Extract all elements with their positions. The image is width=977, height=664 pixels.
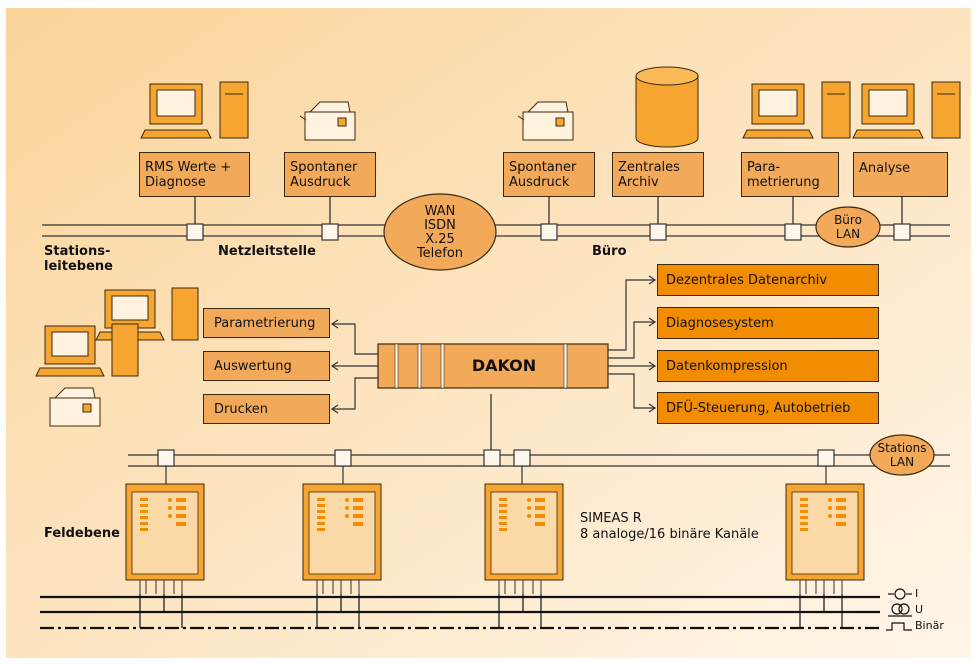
printer-icon xyxy=(299,101,356,141)
box-line: Diagnose xyxy=(145,174,206,190)
computer-icon xyxy=(35,323,139,377)
buero-lan-bubble xyxy=(815,206,881,248)
voltage-transformer-icon xyxy=(888,603,912,617)
netzleitstelle-label: Netzleitstelle xyxy=(218,244,316,259)
simeas-line: SIMEAS R xyxy=(580,511,642,526)
computer-icon xyxy=(852,81,961,139)
bus-node xyxy=(817,449,835,467)
dakon-label: DAKON xyxy=(471,356,537,375)
stations-lan-label: Stations LAN xyxy=(872,441,932,469)
bus-node xyxy=(649,223,667,241)
box-line: Archiv xyxy=(618,174,659,190)
simeas-line: 8 analoge/16 binäre Kanäle xyxy=(580,527,759,542)
datenkompression-box: Datenkompression xyxy=(657,350,879,382)
auswertung-box: Auswertung xyxy=(203,351,330,381)
parametrierung-top-box: Para-metrierung xyxy=(741,152,839,197)
simeas-device xyxy=(484,466,564,594)
buero-lan-label: Büro LAN xyxy=(820,213,876,241)
legend-current-label: I xyxy=(915,587,919,600)
wan-line: ISDN xyxy=(424,218,456,233)
bus-node xyxy=(321,223,339,241)
wan-line: Telefon xyxy=(416,246,464,261)
computer-icon xyxy=(742,81,851,139)
box-line: Zentrales xyxy=(618,159,680,175)
bus-node xyxy=(893,223,911,241)
dfue-steuerung-box: DFÜ-Steuerung, Autobetrieb xyxy=(657,392,879,424)
dezentrales-archiv-box: Dezentrales Datenarchiv xyxy=(657,264,879,296)
printer-icon xyxy=(517,101,574,141)
lan-line: LAN xyxy=(889,455,915,469)
printer-icon xyxy=(49,387,101,427)
bus-node xyxy=(513,449,531,467)
dakon-left-arrows xyxy=(330,319,378,414)
box-line: Spontaner xyxy=(290,159,358,175)
analyse-box: Analyse xyxy=(853,152,948,197)
buero-label: Büro xyxy=(592,244,627,259)
stationsleitebene-label: Stations- leitebene xyxy=(44,244,113,274)
archive-cylinder-icon xyxy=(635,66,699,148)
parametrierung-box: Parametrierung xyxy=(203,308,330,338)
diagnosesystem-box: Diagnosesystem xyxy=(657,307,879,339)
bus-node xyxy=(483,449,501,467)
computer-icon xyxy=(95,287,199,341)
level-line: leitebene xyxy=(44,259,113,274)
bus-node xyxy=(334,449,352,467)
box-line: Ausdruck xyxy=(290,174,351,190)
bus-node xyxy=(186,223,204,241)
box-line: Para- xyxy=(747,159,781,175)
box-line: Ausdruck xyxy=(509,174,570,190)
lan-line: Stations xyxy=(877,441,927,455)
wan-line: X.25 xyxy=(425,232,455,247)
current-transformer-icon xyxy=(888,588,912,600)
simeas-device xyxy=(125,466,205,594)
wan-line: WAN xyxy=(424,204,456,219)
field-bus xyxy=(128,454,950,467)
simeas-device xyxy=(302,466,382,594)
computer-icon xyxy=(140,81,249,139)
device-drops xyxy=(139,594,843,628)
power-lines xyxy=(40,595,880,630)
wan-label: WAN ISDN X.25 Telefon xyxy=(400,205,480,261)
dakon-unit xyxy=(377,343,609,389)
box-line: Spontaner xyxy=(509,159,577,175)
level-line: Stations- xyxy=(44,244,111,259)
bus-node xyxy=(784,223,802,241)
legend-binary-label: Binär xyxy=(915,619,944,632)
lan-line: Büro xyxy=(834,213,862,227)
bus-node xyxy=(157,449,175,467)
simeas-device xyxy=(785,466,865,594)
dakon-right-arrows xyxy=(608,275,657,413)
wan-cloud xyxy=(383,193,497,271)
lan-line: LAN xyxy=(835,227,861,241)
bus-node xyxy=(540,223,558,241)
simeas-label: SIMEAS R 8 analoge/16 binäre Kanäle xyxy=(580,511,759,543)
drucken-box: Drucken xyxy=(203,394,330,424)
legend-voltage-label: U xyxy=(915,603,924,616)
top-connectors xyxy=(194,197,903,455)
box-line: Analyse xyxy=(859,161,911,176)
box-line: metrierung xyxy=(747,174,820,190)
binary-signal-icon xyxy=(886,622,912,631)
feldebene-label: Feldebene xyxy=(44,526,120,541)
rms-diagnose-box: RMS Werte +Diagnose xyxy=(139,152,250,197)
stations-lan-bubble xyxy=(869,434,935,476)
box-line: RMS Werte + xyxy=(145,159,232,175)
